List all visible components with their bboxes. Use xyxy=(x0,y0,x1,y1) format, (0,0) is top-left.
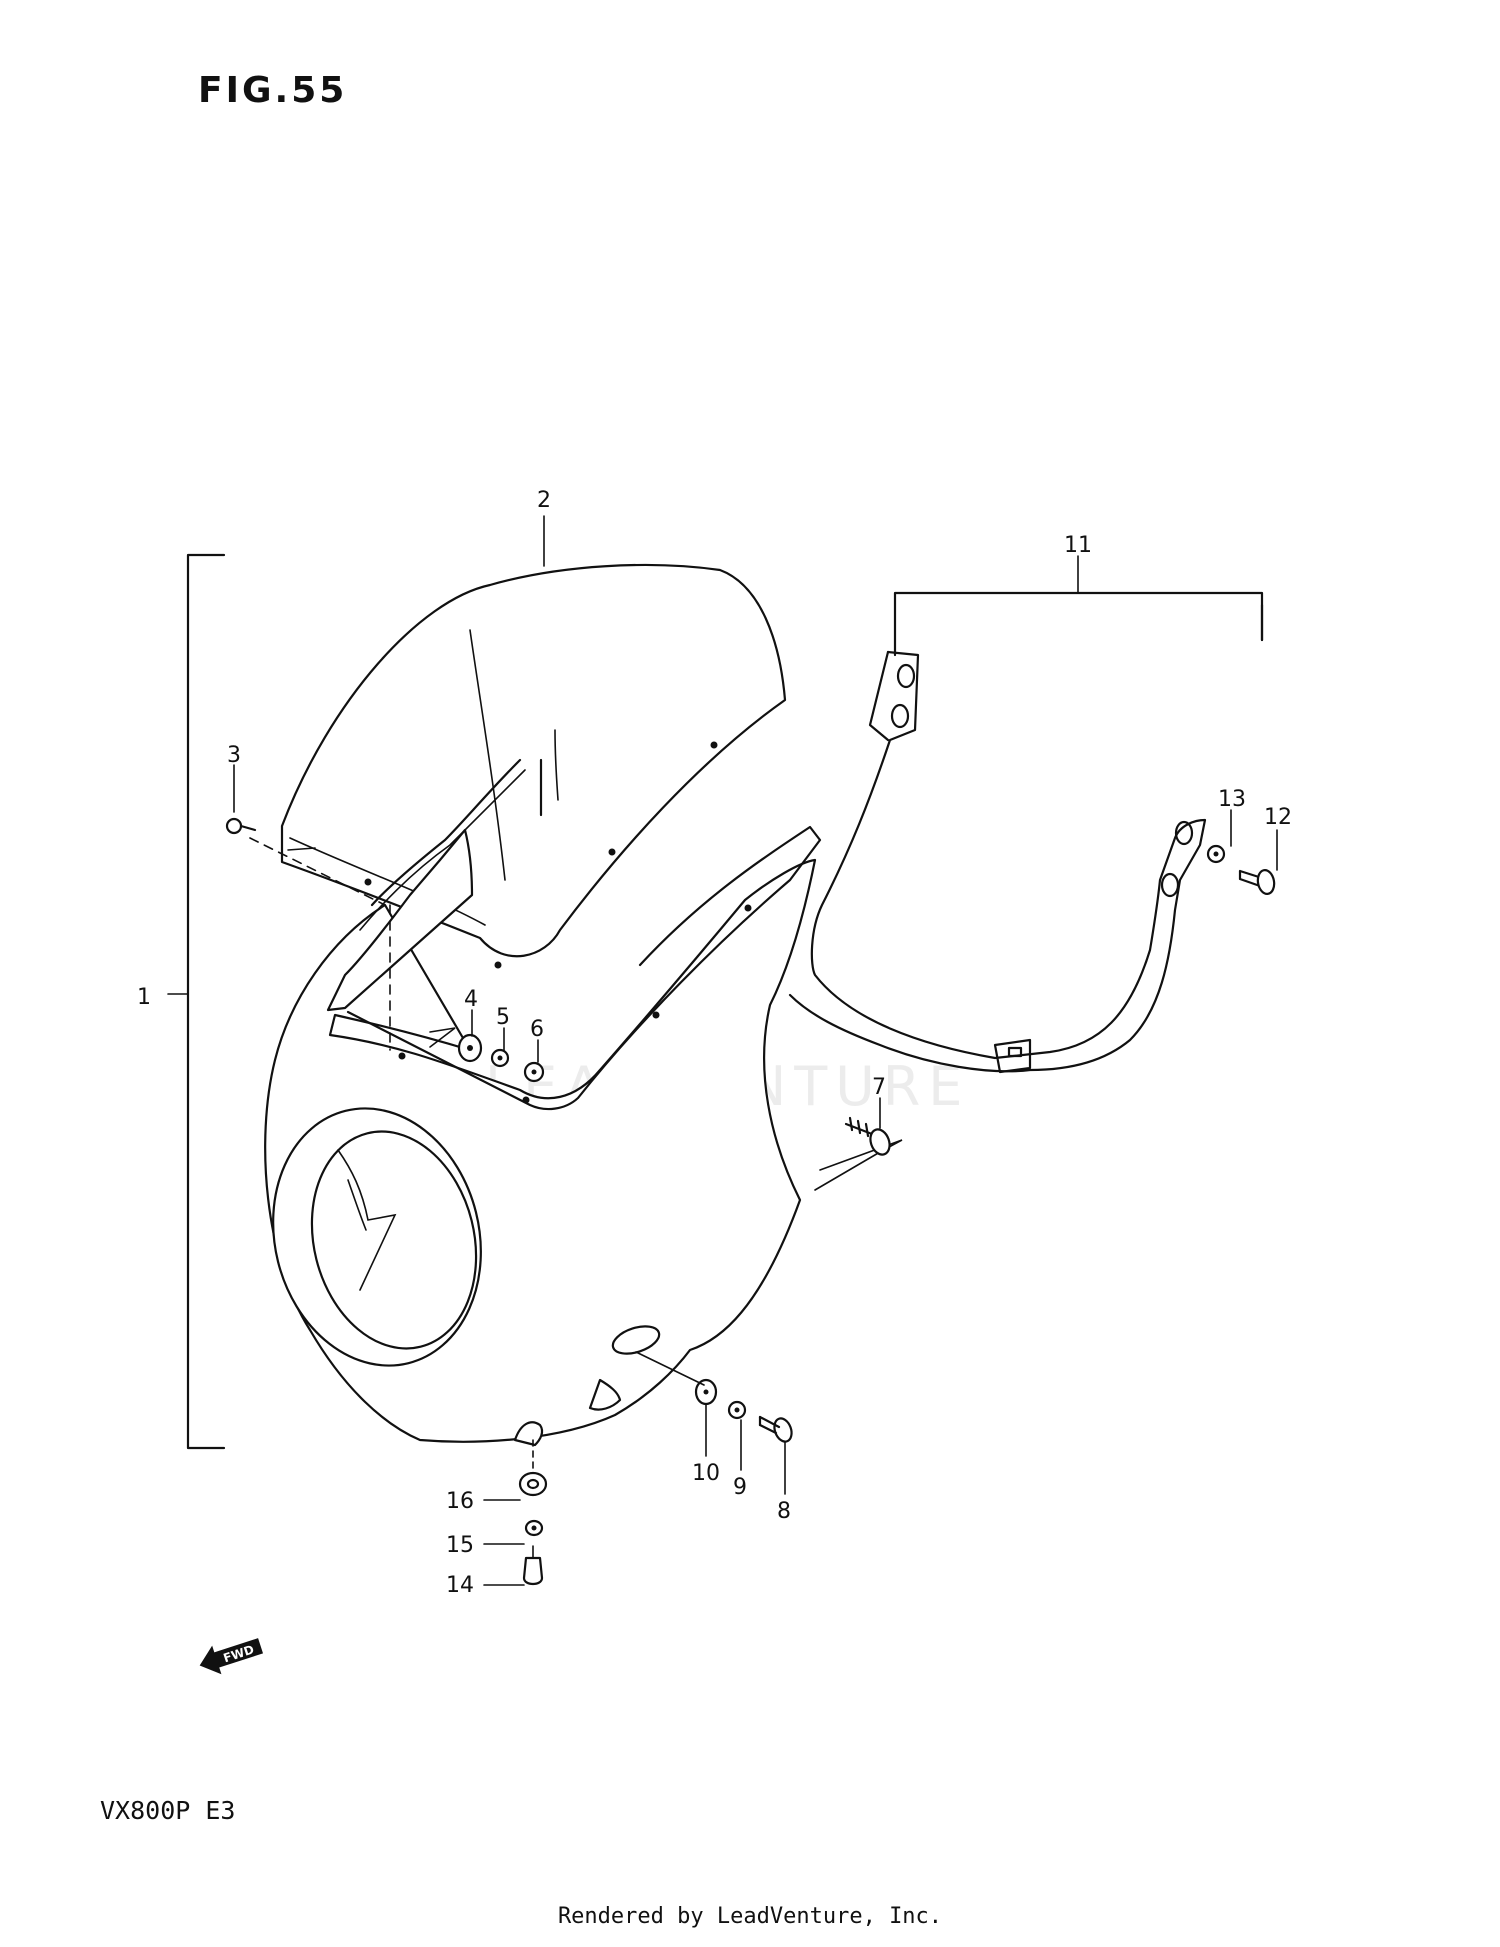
bolt-12 xyxy=(1238,869,1276,895)
callout-13: 13 xyxy=(1218,787,1246,812)
nut-13 xyxy=(1206,844,1226,864)
fwd-badge-text: FWD xyxy=(222,1642,256,1665)
callout-8: 8 xyxy=(777,1499,791,1524)
nut-6 xyxy=(523,1061,545,1083)
callout-5: 5 xyxy=(496,1005,510,1030)
callout-15: 15 xyxy=(446,1533,474,1558)
nut-5 xyxy=(490,1048,510,1068)
callout-2: 2 xyxy=(537,488,551,513)
group-bracket-1 xyxy=(167,553,226,1450)
grommet-16 xyxy=(518,1439,548,1497)
footer-credit: Rendered by LeadVenture, Inc. xyxy=(557,1904,943,1929)
bolt-3 xyxy=(225,817,257,835)
callout-7: 7 xyxy=(872,1075,886,1100)
leader-lines xyxy=(233,515,1278,1586)
nut-9 xyxy=(727,1400,747,1420)
washer-10 xyxy=(694,1378,718,1406)
callout-12: 12 xyxy=(1264,805,1292,830)
mounting-bracket xyxy=(788,603,1264,1074)
figure-title: FIG.55 xyxy=(198,70,348,111)
callout-14: 14 xyxy=(446,1573,474,1598)
bolt-8 xyxy=(758,1415,793,1443)
callout-labels: 1 2 3 4 5 6 7 8 9 10 11 12 13 14 15 16 xyxy=(137,488,1292,1598)
callout-6: 6 xyxy=(530,1017,544,1042)
callout-1: 1 xyxy=(137,985,151,1010)
windscreen xyxy=(280,563,787,969)
fwd-arrow-icon: FWD xyxy=(199,1638,264,1675)
callout-4: 4 xyxy=(464,987,478,1012)
callout-9: 9 xyxy=(733,1475,747,1500)
group-bracket-11 xyxy=(893,555,1264,657)
fairing xyxy=(249,758,903,1447)
model-code: VX800P E3 xyxy=(100,1796,236,1825)
bolt-7 xyxy=(844,1116,891,1156)
callout-10: 10 xyxy=(692,1461,720,1486)
nut-15 xyxy=(524,1519,544,1537)
callout-16: 16 xyxy=(446,1489,474,1514)
bolt-14 xyxy=(522,1545,544,1586)
hardware-parts xyxy=(225,817,1276,1586)
callout-3: 3 xyxy=(227,743,241,768)
washer-4 xyxy=(429,1027,483,1063)
callout-11: 11 xyxy=(1064,533,1092,558)
